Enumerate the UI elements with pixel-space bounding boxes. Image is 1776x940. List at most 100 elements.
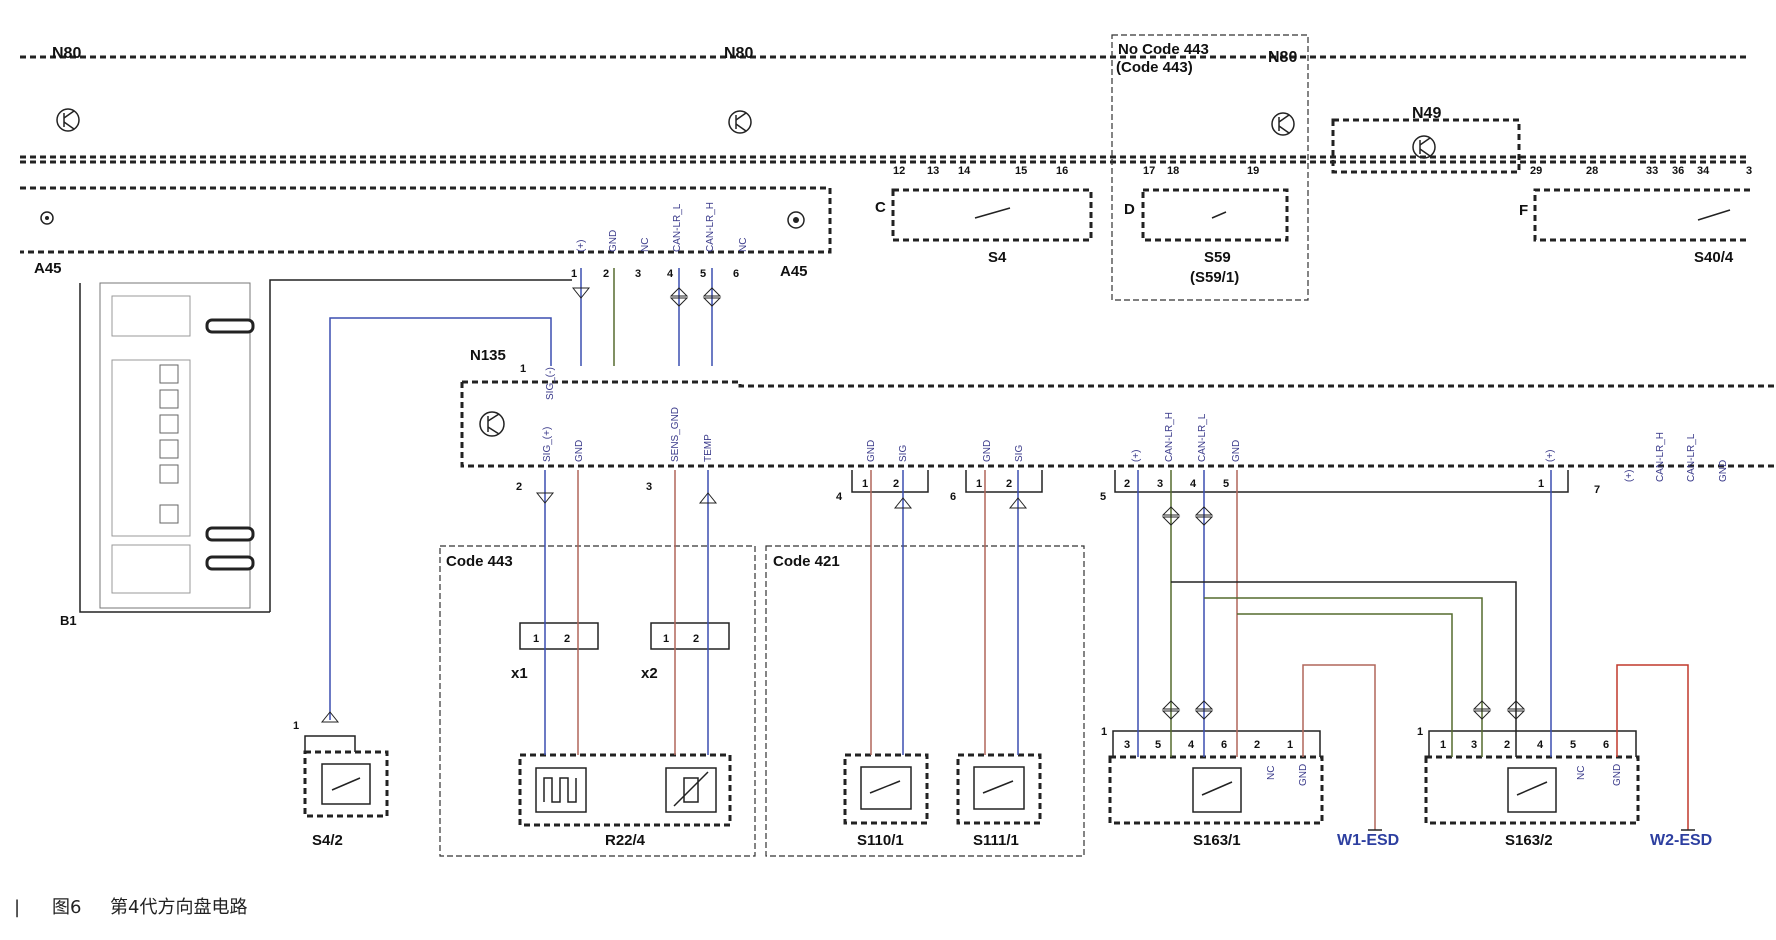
pin-label: 3 <box>1471 739 1477 751</box>
signal-label: CAN-LR_H <box>1164 412 1175 462</box>
w1-esd-label: W1-ESD <box>1337 832 1399 849</box>
s59-box <box>1141 188 1289 242</box>
signal-label: SIG_(+) <box>542 427 553 462</box>
x1-label: x1 <box>511 665 528 682</box>
pin-label: 3 <box>1157 478 1163 490</box>
switch-icon <box>973 766 1025 810</box>
pin-label: 1 <box>533 633 539 645</box>
s4-2-box <box>303 750 389 818</box>
s163-1-label: S163/1 <box>1193 832 1241 849</box>
speaker-icon <box>45 216 49 220</box>
thermistor-icon <box>683 777 699 803</box>
x2-label: x2 <box>641 665 658 682</box>
n49-box <box>1331 118 1521 174</box>
connector-label: C <box>875 199 886 216</box>
switch-icon <box>1507 767 1557 813</box>
thermistor-icon <box>673 771 709 807</box>
s40-4-label: S40/4 <box>1694 249 1734 266</box>
pin-label: 4 <box>1537 739 1544 751</box>
no-code-443-label: No Code 443 <box>1118 41 1209 58</box>
signal-label: SIG_(-) <box>545 367 556 400</box>
signal-label: (+) <box>1545 450 1556 463</box>
pin-label: 2 <box>1006 478 1012 490</box>
transistor-icon <box>479 411 505 437</box>
top-bus-lines <box>20 55 1750 164</box>
pin-label: 1 <box>976 478 982 490</box>
wire <box>269 279 572 612</box>
signal-label: NC <box>640 238 651 252</box>
pin-label: 7 <box>1594 484 1600 496</box>
wire <box>535 470 718 755</box>
s4-2-label: S4/2 <box>312 832 343 849</box>
signal-label: TEMP <box>703 434 714 462</box>
b1-sensor <box>79 282 270 613</box>
switch-icon <box>1201 781 1233 796</box>
switch-icon <box>1211 211 1227 219</box>
pin-label: 4 <box>1190 478 1197 490</box>
signal-label: NC <box>1576 766 1587 780</box>
switch-icon <box>982 780 1014 794</box>
signal-label: (+) <box>1624 470 1635 483</box>
pin-label: 34 <box>1697 165 1710 177</box>
s163-2-box <box>1424 755 1640 825</box>
pin-label: 1 <box>862 478 868 490</box>
switch-icon <box>869 780 901 794</box>
transistor-icon <box>728 110 752 134</box>
speaker-icon <box>793 217 799 223</box>
signal-label: GND <box>1612 764 1623 786</box>
pin-label: 12 <box>893 165 905 177</box>
pin-label: 3 <box>635 268 641 280</box>
code-443-box <box>439 545 756 857</box>
pin-label: 14 <box>958 165 971 177</box>
pin-label: 3 <box>1124 739 1130 751</box>
pin-label: 13 <box>927 165 939 177</box>
code-443-paren-label: (Code 443) <box>1116 59 1193 76</box>
signal-label: GND <box>1298 764 1309 786</box>
s110-1-box <box>843 753 929 825</box>
switch-icon <box>974 207 1011 219</box>
pin-label: 1 <box>520 363 526 375</box>
connector-bracket <box>1112 730 1321 757</box>
pin-label: 2 <box>1124 478 1130 490</box>
b1-label: B1 <box>60 613 77 628</box>
pin-label: 4 <box>836 491 843 503</box>
transistor-icon <box>1271 112 1295 136</box>
pin-label: 5 <box>1223 478 1229 490</box>
pin-label: 1 <box>1538 478 1544 490</box>
pin-label: 3 <box>646 481 652 493</box>
code-421-label: Code 421 <box>773 553 840 570</box>
pin-label: 16 <box>1056 165 1068 177</box>
switch-icon <box>1697 209 1731 221</box>
x2-connector <box>650 622 730 650</box>
connector-label: D <box>1124 201 1135 218</box>
no-code-443-box <box>1111 34 1309 301</box>
a45-label: A45 <box>34 260 62 277</box>
signal-label: GND <box>608 230 619 252</box>
signal-label: GND <box>574 440 585 462</box>
can-arrow-icon <box>1161 506 1526 720</box>
s59-1-label: (S59/1) <box>1190 269 1239 286</box>
pin-label: 5 <box>700 268 706 280</box>
wire <box>304 735 356 752</box>
pin-label: 18 <box>1167 165 1179 177</box>
signal-label: CAN-LR_L <box>672 203 683 252</box>
n80-label: N80 <box>1268 49 1297 66</box>
caption-bar: | <box>14 897 20 918</box>
n135-label: N135 <box>470 347 506 364</box>
signal-label: GND <box>1231 440 1242 462</box>
n49-label: N49 <box>1412 105 1441 122</box>
signal-label: CAN-LR_H <box>1655 432 1666 482</box>
pin-label: 2 <box>893 478 899 490</box>
pin-label: 1 <box>1101 726 1107 738</box>
s111-1-label: S111/1 <box>973 832 1019 849</box>
pin-label: 2 <box>1254 739 1260 751</box>
s4-box <box>891 188 1093 242</box>
a45-label: A45 <box>780 263 808 280</box>
signal-label: SIG <box>898 445 909 462</box>
connector-bracket <box>851 470 1569 493</box>
transistor-icon <box>1412 135 1436 159</box>
pin-label: 2 <box>516 481 522 493</box>
signal-label: NC <box>738 238 749 252</box>
pin-label: 2 <box>1504 739 1510 751</box>
